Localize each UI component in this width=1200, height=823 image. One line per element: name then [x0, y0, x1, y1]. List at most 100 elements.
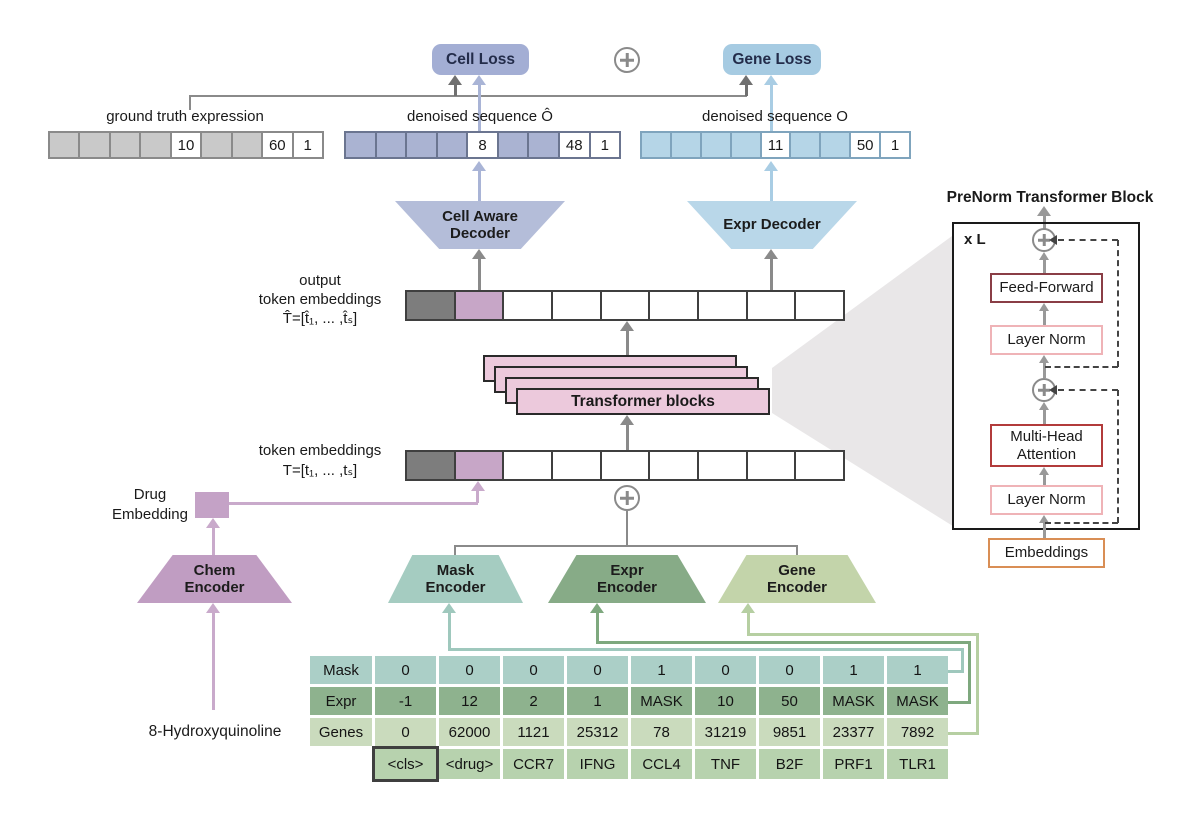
connector-line: [454, 545, 798, 547]
token-cell: [648, 452, 698, 479]
arrow: [206, 518, 220, 528]
token-cell: [697, 452, 746, 479]
arrow: [1049, 235, 1057, 245]
sequence-cell: [230, 133, 262, 157]
arrow: [471, 481, 485, 491]
layer-norm-top-box: Layer Norm: [990, 325, 1103, 355]
arrow: [747, 612, 750, 633]
plus-icon: [614, 47, 640, 73]
token-cell-drug: [453, 292, 503, 319]
arrow: [620, 415, 634, 425]
residual-connection: [1058, 239, 1118, 241]
table-cell: 2: [503, 687, 564, 715]
sequence-cell: 60: [261, 133, 292, 157]
drug-embedding-square: [195, 492, 229, 518]
sequence-cell: [139, 133, 170, 157]
connector-line: [454, 545, 456, 555]
arrow: [472, 249, 486, 259]
arrow: [478, 84, 481, 132]
arrow: [472, 161, 486, 171]
sequence-cell: 11: [759, 133, 790, 157]
encoder-label: Gene: [778, 561, 816, 579]
prenorm-block: [952, 222, 1140, 530]
connector-line: [747, 633, 979, 636]
table-cell: 1: [823, 656, 884, 684]
arrow: [764, 161, 778, 171]
ground-truth-row: 10 60 1: [48, 131, 324, 159]
arrow: [739, 75, 753, 85]
cell-loss-badge: Cell Loss: [432, 44, 529, 75]
feed-forward-label: Feed-Forward: [999, 279, 1094, 297]
table-cell: 78: [631, 718, 692, 746]
sequence-cell: 1: [588, 133, 620, 157]
arrow: [620, 321, 634, 331]
arrow: [1043, 311, 1046, 325]
sequence-cell: [527, 133, 558, 157]
token-embeddings-row: [405, 450, 845, 481]
caption-line: Drug: [133, 486, 167, 503]
repeat-label: x L: [964, 231, 986, 248]
residual-connection: [1117, 390, 1119, 523]
table-cell: 1: [887, 656, 948, 684]
arrow: [596, 612, 599, 641]
table-cell: 1: [567, 687, 628, 715]
embeddings-box: Embeddings: [988, 538, 1105, 568]
encoder-label: Mask: [436, 561, 475, 579]
sequence-cell: [78, 133, 109, 157]
token-embeddings-caption: token embeddings T=[t₁, ... ,tₛ]: [240, 441, 400, 480]
output-embeddings-caption: output token embeddings T̂=[t̂₁, ... ,t̂…: [240, 272, 400, 328]
arrow: [472, 75, 486, 85]
table-cell: <drug>: [439, 749, 500, 779]
table-cell: MASK: [631, 687, 692, 715]
arrow: [1043, 363, 1046, 378]
sequence-cell: [729, 133, 760, 157]
sequence-cell: [435, 133, 467, 157]
token-cell-cls: [407, 292, 454, 319]
token-cell: [551, 452, 600, 479]
arrow: [206, 603, 220, 613]
sequence-cell: [374, 133, 406, 157]
encoder-label: Encoder: [184, 579, 245, 596]
residual-connection: [1045, 366, 1118, 368]
table-cell: B2F: [759, 749, 820, 779]
arrow: [1039, 467, 1049, 475]
arrow: [590, 603, 604, 613]
arrow: [770, 258, 773, 290]
arrow: [770, 170, 773, 201]
cell-aware-decoder: Cell Aware Decoder: [395, 201, 565, 249]
row-label: Mask: [310, 656, 372, 684]
residual-connection: [1045, 522, 1118, 524]
input-table: Mask 0 0 0 0 1 0 0 1 1 Expr -1 12 2 1 MA…: [310, 656, 948, 782]
table-cell: MASK: [887, 687, 948, 715]
row-label: Expr: [310, 687, 372, 715]
sequence-cell: 48: [557, 133, 589, 157]
sequence-cell: 1: [291, 133, 322, 157]
sequence-cell: 8: [466, 133, 497, 157]
table-cell: TNF: [695, 749, 756, 779]
caption-formula: T=[t₁, ... ,tₛ]: [282, 461, 358, 479]
sequence-cell: [496, 133, 528, 157]
connector-line: [596, 641, 971, 644]
table-cell: 23377: [823, 718, 884, 746]
sequence-cell: [642, 133, 670, 157]
mha-label: Multi-Head: [1010, 428, 1083, 446]
table-cell: 31219: [695, 718, 756, 746]
token-cell: [502, 452, 552, 479]
sequence-cell: 50: [849, 133, 880, 157]
arrow: [212, 612, 215, 710]
sequence-cell: [819, 133, 850, 157]
arrow: [1039, 355, 1049, 363]
residual-connection: [1117, 240, 1119, 367]
row-label: Genes: [310, 718, 372, 746]
gene-loss-label: Gene Loss: [732, 50, 812, 68]
table-cell: 10: [695, 687, 756, 715]
sequence-cell: [789, 133, 820, 157]
embeddings-label: Embeddings: [1004, 544, 1089, 562]
table-cell: 0: [375, 656, 436, 684]
token-cell-drug: [453, 452, 503, 479]
token-cell: [551, 292, 600, 319]
mask-encoder: Mask Encoder: [388, 555, 523, 603]
caption-line: token embeddings: [258, 290, 382, 308]
transformer-blocks-label: Transformer blocks: [571, 392, 715, 410]
